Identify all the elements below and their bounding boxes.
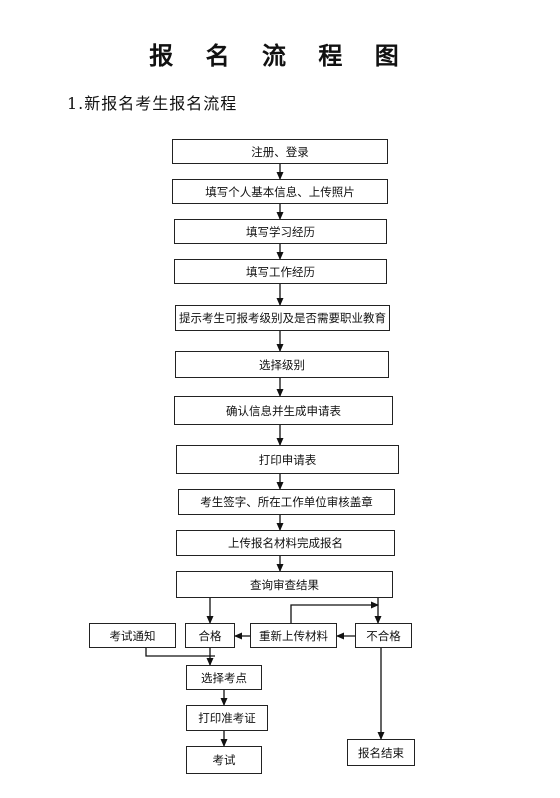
node-print-admission: 打印准考证 [186,705,268,731]
node-registration-end: 报名结束 [347,739,415,766]
step-level-prompt: 提示考生可报考级别及是否需要职业教育 [175,305,390,331]
node-select-site: 选择考点 [186,665,262,690]
node-fail: 不合格 [355,623,412,648]
step-confirm-generate: 确认信息并生成申请表 [174,396,393,425]
step-fill-work: 填写工作经历 [174,259,387,284]
step-fill-basic-info: 填写个人基本信息、上传照片 [172,179,388,204]
step-select-level: 选择级别 [175,351,389,378]
step-sign-stamp: 考生签字、所在工作单位审核盖章 [178,489,395,515]
step-print-application: 打印申请表 [176,445,399,474]
node-pass: 合格 [185,623,235,648]
section-heading: 1.新报名考生报名流程 [67,94,238,113]
step-upload-materials: 上传报名材料完成报名 [176,530,395,556]
step-register-login: 注册、登录 [172,139,388,164]
step-fill-education: 填写学习经历 [174,219,387,244]
node-exam: 考试 [186,746,262,774]
step-query-result: 查询审查结果 [176,571,393,598]
arrow-notice-site [145,648,215,657]
node-exam-notice: 考试通知 [89,623,176,648]
arrow-reupload-result [290,601,379,623]
page-title: 报 名 流 程 图 [149,41,411,70]
node-reupload: 重新上传材料 [250,623,337,648]
